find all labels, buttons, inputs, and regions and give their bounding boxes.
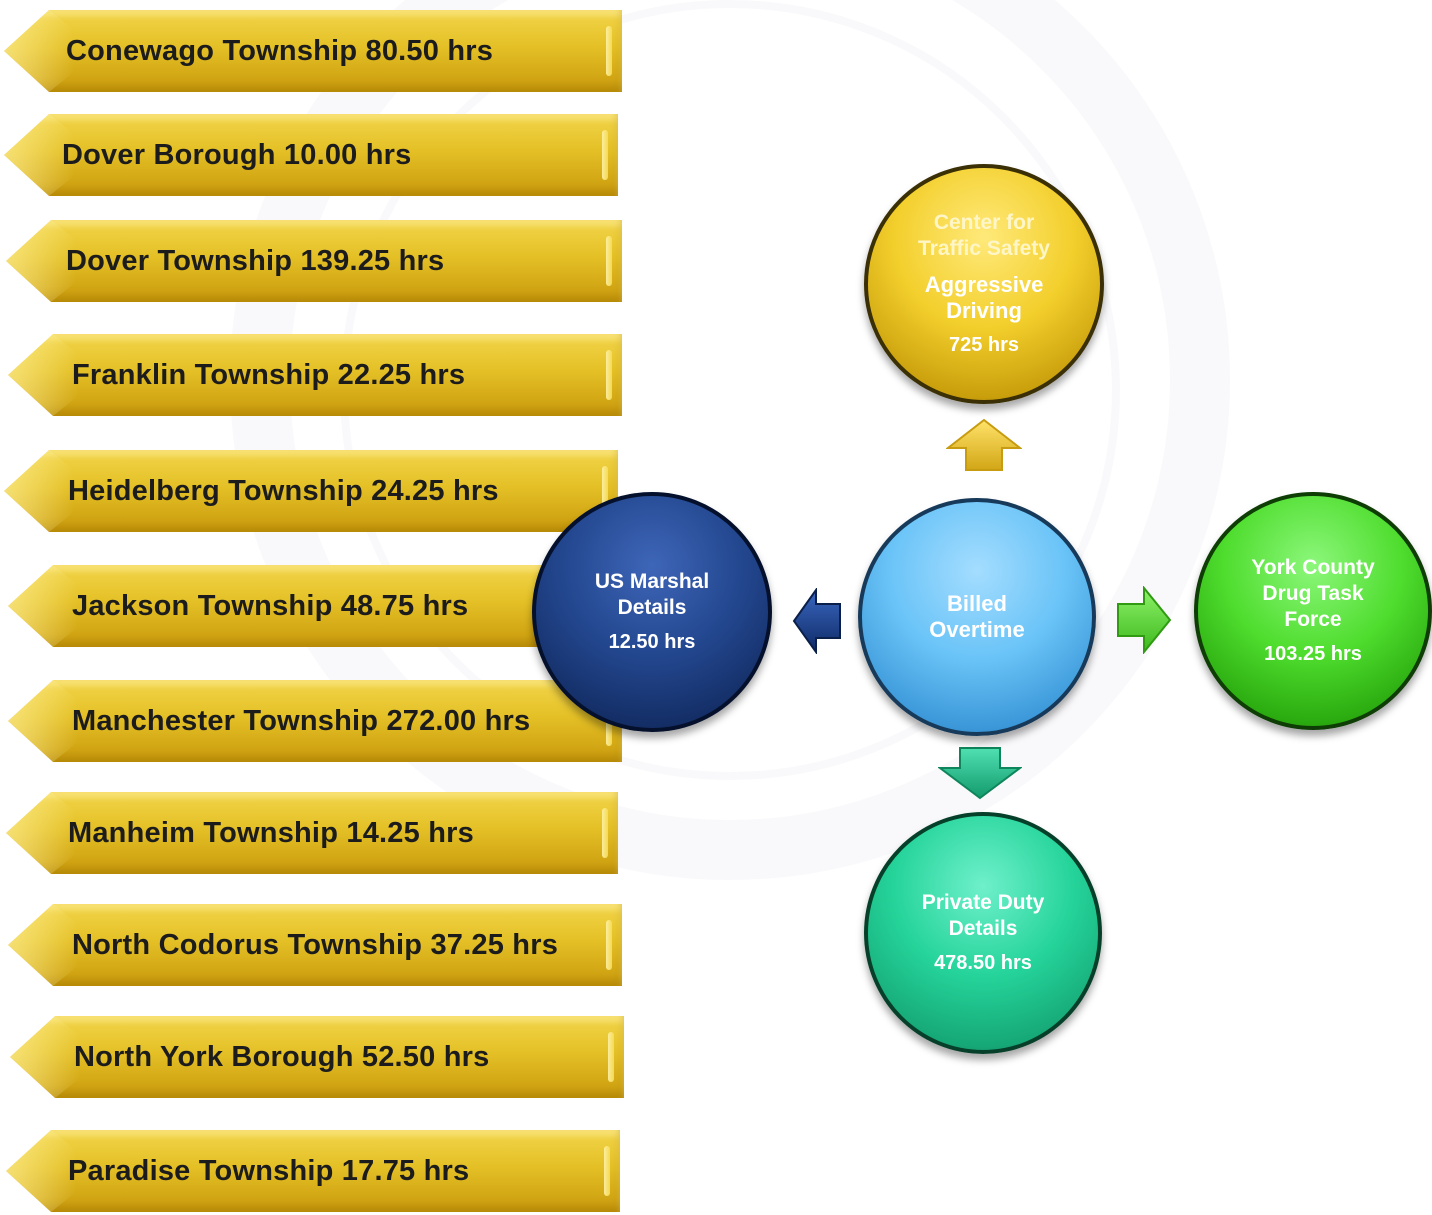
banner-jackson-township: Jackson Township 48.75 hrs (8, 565, 620, 647)
node-title-line: Center for (933, 211, 1035, 234)
banner-label: Dover Borough 10.00 hrs (62, 138, 412, 171)
banner-label: Franklin Township 22.25 hrs (72, 358, 466, 391)
node-hours: 103.25 hrs (1264, 643, 1362, 665)
banner-north-codorus-township: North Codorus Township 37.25 hrs (8, 904, 622, 986)
banner-label: North Codorus Township 37.25 hrs (72, 928, 559, 961)
node-title-line: Traffic Safety (918, 237, 1050, 260)
node-us-marshal-details: US Marshal Details 12.50 hrs (532, 492, 772, 732)
banner-label: Manchester Township 272.00 hrs (72, 704, 531, 737)
banner-label: Paradise Township 17.75 hrs (68, 1154, 470, 1187)
banner-label: Jackson Township 48.75 hrs (72, 589, 469, 622)
arrow-right-icon (1117, 586, 1172, 654)
node-title-line: US Marshal (594, 570, 710, 593)
banner-label: Dover Township 139.25 hrs (66, 244, 445, 277)
banner-heidelberg-township: Heidelberg Township 24.25 hrs (4, 450, 618, 532)
node-title-line: Driving (946, 298, 1022, 323)
node-hours: 725 hrs (948, 334, 1020, 356)
node-hours: 478.50 hrs (934, 952, 1032, 974)
arrow-down-icon (938, 747, 1022, 800)
banner-dover-borough: Dover Borough 10.00 hrs (4, 114, 618, 196)
node-title-line: Details (948, 917, 1018, 940)
node-title-line: Drug Task (1262, 582, 1364, 605)
banner-label: Manheim Township 14.25 hrs (68, 816, 474, 849)
banner-manheim-township: Manheim Township 14.25 hrs (6, 792, 618, 874)
banner-label: North York Borough 52.50 hrs (74, 1040, 490, 1073)
node-title-line: Overtime (929, 617, 1025, 642)
node-title-line: Billed (947, 591, 1007, 616)
node-title-line: Aggressive (924, 272, 1044, 297)
node-title-line: Private Duty (921, 891, 1045, 914)
node-hours: 12.50 hrs (608, 631, 696, 653)
node-title-line: York County (1251, 556, 1375, 579)
node-title-line: Force (1284, 608, 1342, 631)
node-title-line: Details (617, 596, 687, 619)
banner-paradise-township: Paradise Township 17.75 hrs (6, 1130, 620, 1212)
arrow-left-icon (792, 588, 841, 654)
banner-label: Conewago Township 80.50 hrs (66, 34, 494, 67)
node-billed-overtime: Billed Overtime (858, 498, 1096, 736)
node-private-duty-details: Private Duty Details 478.50 hrs (864, 812, 1102, 1054)
banner-dover-township: Dover Township 139.25 hrs (6, 220, 622, 302)
node-center-for-traffic-safety: Center for Traffic Safety Aggressive Dri… (864, 164, 1104, 404)
banner-conewago-township: Conewago Township 80.50 hrs (4, 10, 622, 92)
banner-north-york-borough: North York Borough 52.50 hrs (10, 1016, 624, 1098)
arrow-up-icon (946, 418, 1022, 471)
banner-franklin-township: Franklin Township 22.25 hrs (8, 334, 622, 416)
node-york-county-drug-task-force: York County Drug Task Force 103.25 hrs (1194, 492, 1432, 730)
banner-label: Heidelberg Township 24.25 hrs (68, 474, 499, 507)
banner-manchester-township: Manchester Township 272.00 hrs (8, 680, 622, 762)
